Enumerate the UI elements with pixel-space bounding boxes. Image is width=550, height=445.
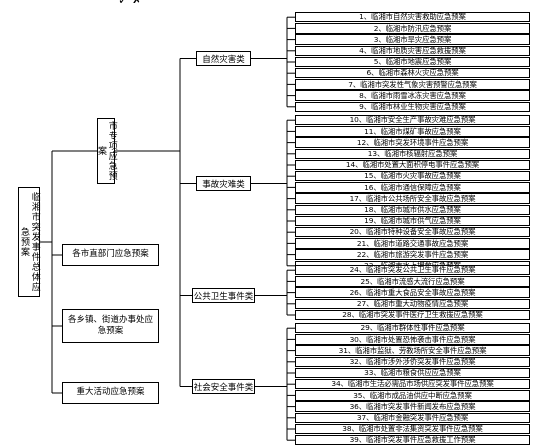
plan-item-label: 3、临湘市旱灾应急预案 — [373, 34, 452, 44]
plan-item: 21、临湘市道路交通事故应急预案 — [295, 238, 530, 249]
plan-item: 24、临湘市突发公共卫生事件应急预案 — [295, 265, 530, 276]
plan-item: 26、临湘市重大食品安全事故应急预案 — [295, 287, 530, 298]
plan-item-label: 13、临湘市核辐射应急预案 — [367, 149, 458, 159]
plan-item-label: 28、临湘市突发事件医疗卫生救援应急预案 — [342, 310, 483, 320]
category-accident-disaster: 事故灾难类 — [196, 176, 251, 191]
plan-item: 35、临湘市成品油供应中断应急预案 — [295, 390, 530, 401]
plan-item-label: 30、临湘市处置恐怖袭击事件应急预案 — [349, 334, 476, 344]
plan-item-label: 34、临湘市生活必需品市场供应突发事件应急预案 — [331, 379, 494, 389]
plan-item: 4、临湘市地质灾害应急救援预案 — [295, 45, 530, 56]
plan-item: 2、临湘市防汛应急预案 — [295, 23, 530, 34]
plan-item-label: 15、临湘市火灾事故应急预案 — [364, 171, 461, 181]
plan-item: 7、临湘市突发性气象灾害预警应急预案 — [295, 79, 530, 90]
plan-item-label: 12、临湘市突发环境事件应急预案 — [356, 137, 469, 147]
plan-item-label: 24、临湘市突发公共卫生事件应急预案 — [349, 265, 476, 275]
event-plan-box: 重大活动应急预案 — [62, 382, 159, 404]
plan-item-label: 18、临湘市城市供水应急预案 — [364, 205, 461, 215]
plan-item: 36、临湘市突发事件新闻发布应急预案 — [295, 401, 530, 412]
plan-item-label: 17、临湘市公共场所安全事故应急预案 — [349, 193, 476, 203]
special-plan-box: 市专项应急预案 — [96, 118, 117, 184]
plan-item-label: 9、临湘市林业生物灾害应急预案 — [359, 102, 466, 112]
plan-item: 27、临湘市重大动物疫情应急预案 — [295, 298, 530, 309]
plan-item-label: 33、临湘市粮食供应应急预案 — [364, 368, 461, 378]
plan-item-label: 1、临湘市自然灾害救助应急预案 — [359, 12, 466, 22]
plan-item: 22、临湘市旅游突发事件应急预案 — [295, 249, 530, 260]
plan-item: 8、临湘市雨雪冰冻灾害应急预案 — [295, 90, 530, 101]
plan-item-label: 38、临湘市处置非法集资突发事件应急预案 — [342, 424, 483, 434]
plan-item: 10、临湘市安全生产事故灾难应急预案 — [295, 115, 530, 126]
plan-item-label: 11、临湘市煤矿事故应急预案 — [364, 126, 461, 136]
plan-item: 34、临湘市生活必需品市场供应突发事件应急预案 — [295, 379, 530, 390]
plan-item: 14、临湘市处置大面积停电事件应急预案 — [295, 159, 530, 171]
plan-item-label: 14、临湘市处置大面积停电事件应急预案 — [345, 160, 480, 170]
cropped-top-text: ✓ ✗ — [118, 0, 142, 3]
plan-item: 18、临湘市城市供水应急预案 — [295, 204, 530, 215]
plan-item-label: 2、临湘市防汛应急预案 — [373, 23, 452, 33]
plan-item-label: 7、临湘市突发性气象灾害预警应急预案 — [348, 79, 477, 89]
plan-item: 25、临湘市流感大流行应急预案 — [295, 276, 530, 287]
plan-item-label: 20、临湘市特种设备安全事故应急预案 — [349, 227, 476, 237]
plan-item: 30、临湘市处置恐怖袭击事件应急预案 — [295, 334, 530, 345]
special-plan-label: 市专项应急预案 — [96, 121, 117, 181]
plan-item-label: 26、临湘市重大食品安全事故应急预案 — [349, 287, 476, 297]
plan-item-label: 37、临湘市金融突发事件应急预案 — [356, 413, 469, 423]
plan-item: 16、临湘市通信保障应急预案 — [295, 182, 530, 193]
root-box: 临湘市突发事件总体应急预案 — [18, 187, 40, 297]
plan-item-label: 22、临湘市旅游突发事件应急预案 — [356, 249, 469, 259]
category-label: 公共卫生事件类 — [193, 291, 254, 302]
root-label: 临湘市突发事件总体应急预案 — [19, 192, 40, 292]
plan-item: 33、临湘市粮食供应应急预案 — [295, 367, 530, 379]
category-social-security: 社会安全事件类 — [192, 379, 255, 394]
plan-item-label: 39、临湘市突发事件应急救援工作预案 — [349, 435, 476, 445]
plan-item-label: 19、临湘市城市供气应急预案 — [364, 216, 461, 226]
category-label: 社会安全事件类 — [193, 382, 254, 393]
town-plan-label: 各乡镇、街道办事处应急预案 — [67, 314, 153, 336]
dept-plan-box: 各市直部门应急预案 — [62, 244, 159, 266]
plan-item-label: 29、临湘市群体性事件应急预案 — [360, 323, 465, 333]
plan-item: 19、临湘市城市供气应急预案 — [295, 215, 530, 227]
plan-item-label: 35、临湘市成品油供应中断应急预案 — [353, 390, 472, 400]
category-label: 事故灾难类 — [202, 179, 245, 190]
category-label: 自然灾害类 — [202, 54, 245, 65]
plan-item: 3、临湘市旱灾应急预案 — [295, 34, 530, 45]
plan-item: 32、临湘市涉外涉侨突发事件应急预案 — [295, 356, 530, 367]
plan-item-label: 27、临湘市重大动物疫情应急预案 — [356, 299, 469, 309]
plan-item: 39、临湘市突发事件应急救援工作预案 — [295, 435, 530, 445]
plan-item: 38、临湘市处置非法集资突发事件应急预案 — [295, 423, 530, 435]
plan-item: 9、临湘市林业生物灾害应急预案 — [295, 101, 530, 112]
plan-item: 11、临湘市煤矿事故应急预案 — [295, 126, 530, 137]
plan-item: 31、临湘市监狱、劳教场所安全事件应急预案 — [295, 345, 530, 356]
plan-item-label: 32、临湘市涉外涉侨突发事件应急预案 — [349, 357, 476, 367]
plan-item: 28、临湘市突发事件医疗卫生救援应急预案 — [295, 309, 530, 321]
plan-item: 37、临湘市金融突发事件应急预案 — [295, 412, 530, 423]
plan-item: 6、临湘市森林火灾应急预案 — [295, 68, 530, 79]
plan-item-label: 4、临湘市地质灾害应急救援预案 — [359, 46, 466, 56]
plan-item: 20、临湘市特种设备安全事故应急预案 — [295, 227, 530, 238]
plan-item-label: 8、临湘市雨雪冰冻灾害应急预案 — [359, 90, 466, 100]
plan-item-label: 36、临湘市突发事件新闻发布应急预案 — [349, 401, 476, 411]
plan-item: 15、临湘市火灾事故应急预案 — [295, 171, 530, 182]
category-natural-disaster: 自然灾害类 — [196, 51, 251, 66]
plan-item-label: 31、临湘市监狱、劳教场所安全事件应急预案 — [338, 345, 487, 355]
plan-item: 1、临湘市自然灾害救助应急预案 — [295, 12, 530, 23]
plan-item: 17、临湘市公共场所安全事故应急预案 — [295, 193, 530, 204]
plan-item: 12、临湘市突发环境事件应急预案 — [295, 137, 530, 148]
plan-item-label: 25、临湘市流感大流行应急预案 — [360, 276, 465, 286]
plan-item-label: 16、临湘市通信保障应急预案 — [364, 182, 461, 192]
plan-item-label: 21、临湘市道路交通事故应急预案 — [356, 238, 469, 248]
plan-item-label: 5、临湘市地震应急预案 — [373, 57, 452, 67]
plan-item: 13、临湘市核辐射应急预案 — [295, 148, 530, 159]
plan-item: 5、临湘市地震应急预案 — [295, 56, 530, 68]
plan-item-label: 10、临湘市安全生产事故灾难应急预案 — [349, 115, 476, 125]
event-plan-label: 重大活动应急预案 — [76, 387, 145, 398]
plan-item-label: 6、临湘市森林火灾应急预案 — [366, 68, 459, 78]
category-public-health: 公共卫生事件类 — [192, 288, 255, 303]
dept-plan-label: 各市直部门应急预案 — [72, 249, 149, 260]
plan-item: 29、临湘市群体性事件应急预案 — [295, 323, 530, 334]
town-plan-box: 各乡镇、街道办事处应急预案 — [62, 309, 159, 343]
